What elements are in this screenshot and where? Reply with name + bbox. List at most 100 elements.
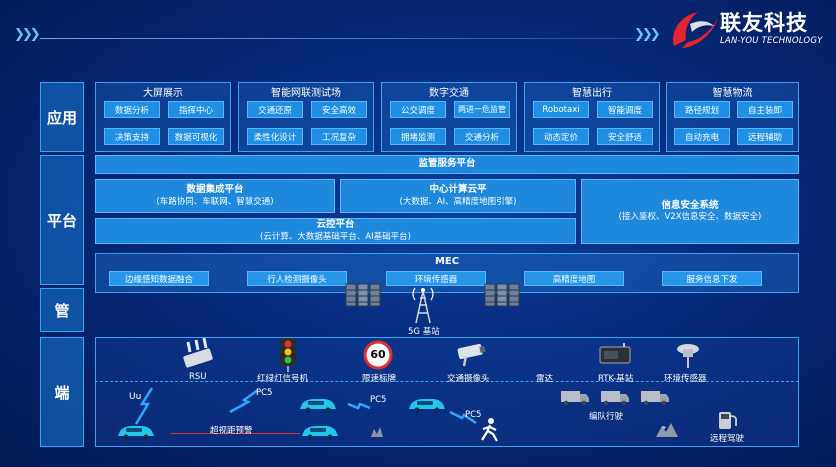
app-group-title: 大屏展示 [143,88,183,99]
device-label-rtk: RTK-基站 [598,374,634,384]
remote-driving-label: 远程驾驶 [710,434,745,444]
app-chip[interactable]: 交通还原 [247,101,303,118]
data-integration-title: 数据集成平台 [186,184,244,196]
layer-app: 应用 [40,82,84,152]
app-chip[interactable]: 指挥中心 [168,101,224,118]
rtk-station-icon [599,343,631,364]
app-chip[interactable]: 公交调度 [390,101,446,118]
app-chip[interactable]: 自动充电 [674,128,730,145]
server-icon [484,283,520,307]
app-chip[interactable]: Robotaxi [533,101,589,118]
mec-chip[interactable]: 行人检测摄像头 [247,271,347,286]
security-system-title: 信息安全系统 [661,199,719,211]
server-icon [345,283,381,307]
app-group-title: 智能网联测试场 [271,88,341,99]
speed-limit-value: 60 [370,348,386,361]
layer-end: 端 [40,337,84,447]
app-chip[interactable]: 动态定价 [533,128,589,145]
device-label-env-sensor: 环境传感器 [664,374,707,384]
cloud-control-title: 云控平台 [316,219,355,231]
app-group-title: 智慧物流 [712,88,753,99]
compute-cloud-title: 中心计算云平 [429,184,487,196]
app-chip[interactable]: 数据可视化 [168,128,224,145]
app-chip[interactable]: 柔性化设计 [247,128,303,145]
scenario-panel [95,381,799,447]
truck-icon [561,391,589,406]
company-logo: 联友科技 LAN-YOU TECHNOLOGY [668,6,830,52]
app-chip[interactable]: 安全高效 [311,101,367,118]
mec-chip[interactable]: 环境传感器 [386,271,486,286]
platoon-label: 编队行驶 [589,412,624,422]
security-system-subtitle: (接入鉴权、V2X信息安全、数据安全) [618,212,762,223]
charging-station-icon [719,412,738,429]
layer-pipe: 管 [40,288,84,332]
device-label-radar: 雷达 [536,374,554,384]
mec-chip[interactable]: 边缘感知数据融合 [109,271,209,286]
environment-sensor-icon [677,344,699,368]
signal-tower-icon [412,287,434,324]
app-group-testfield: 智能网联测试场 交通还原 安全高效 柔性化设计 工况复杂 [238,82,374,152]
uu-label: Uu [129,392,142,402]
terrain-icon [656,423,678,437]
lightning-icon [229,388,259,414]
car-icon [118,426,154,440]
truck-icon [641,391,669,406]
road-hazard-icon [371,427,383,437]
car-icon [302,426,338,440]
data-integration-platform[interactable]: 数据集成平台 (车路协同、车联网、智慧交通) [95,179,335,213]
logo-subtext: LAN-YOU TECHNOLOGY [720,36,823,46]
header-chevron-left: ❯❯❯ [14,27,41,42]
supervise-platform-title: 监管服务平台 [418,158,476,170]
cloud-control-subtitle: (云计算、大数据基础平台、AI基础平台) [260,231,411,242]
data-integration-subtitle: (车路协同、车联网、智慧交通) [156,196,274,207]
device-label-rsu: RSU [189,372,207,382]
supervise-platform[interactable]: 监管服务平台 [95,155,799,174]
device-label-camera: 交通摄像头 [447,374,490,384]
mec-chip[interactable]: 高精度地图 [524,271,624,286]
app-group-traffic: 数字交通 公交调度 两进一危监管 拥堵监测 交通分析 [381,82,517,152]
app-group-title: 智慧出行 [572,88,612,99]
pc5-label-b: PC5 [370,395,387,405]
lightning-icon [449,410,477,425]
cloud-control-platform[interactable]: 云控平台 (云计算、大数据基础平台、AI基础平台) [95,218,576,244]
device-label-speed-sign: 限速标牌 [362,374,397,384]
pc5-label-c: PC5 [465,410,482,420]
app-chip[interactable]: 智能调度 [597,101,653,118]
traffic-camera-icon [457,343,486,367]
app-chip[interactable]: 自主装卸 [737,101,793,118]
station-label: 5G 基站 [408,327,440,337]
app-chip[interactable]: 工况复杂 [311,128,367,145]
car-icon [409,399,445,413]
app-chip[interactable]: 路径规划 [674,101,730,118]
header-line [40,38,655,39]
traffic-light-icon [280,338,296,372]
device-label-traffic-light: 红绿灯信号机 [257,374,309,384]
logo-text: 联友科技 [720,11,808,35]
truck-icon [601,391,629,406]
speed-limit-sign-icon [363,340,393,370]
app-chip[interactable]: 交通分析 [454,128,510,145]
app-chip[interactable]: 两进一危监管 [454,101,510,118]
mec-chip[interactable]: 服务信息下发 [662,271,762,286]
car-icon [300,399,336,413]
nlos-warning-label: 超视距预警 [210,426,253,436]
app-chip[interactable]: 决策支持 [104,128,160,145]
app-group-screen: 大屏展示 数据分析 指挥中心 决策支持 数据可视化 [95,82,231,152]
layer-platform: 平台 [40,155,84,285]
app-chip[interactable]: 安全舒适 [597,128,653,145]
app-group-logistics: 智慧物流 路径规划 自主装卸 自动充电 远程辅助 [666,82,799,152]
lightning-icon [347,402,371,410]
logo-swoosh-icon [673,12,718,48]
app-chip[interactable]: 拥堵监测 [390,128,446,145]
pedestrian-icon [481,418,498,442]
nlos-warning-line [170,433,300,434]
app-chip[interactable]: 数据分析 [104,101,160,118]
compute-cloud-platform[interactable]: 中心计算云平 (大数据、AI、高精度地图引擎) [340,179,576,213]
app-group-title: 数字交通 [429,88,469,99]
rsu-icon [183,337,213,368]
security-system[interactable]: 信息安全系统 (接入鉴权、V2X信息安全、数据安全) [581,179,799,244]
lightning-icon [134,387,154,425]
app-chip[interactable]: 远程辅助 [737,128,793,145]
header-chevron-right: ❯❯❯ [634,27,661,42]
app-group-mobility: 智慧出行 Robotaxi 智能调度 动态定价 安全舒适 [524,82,660,152]
